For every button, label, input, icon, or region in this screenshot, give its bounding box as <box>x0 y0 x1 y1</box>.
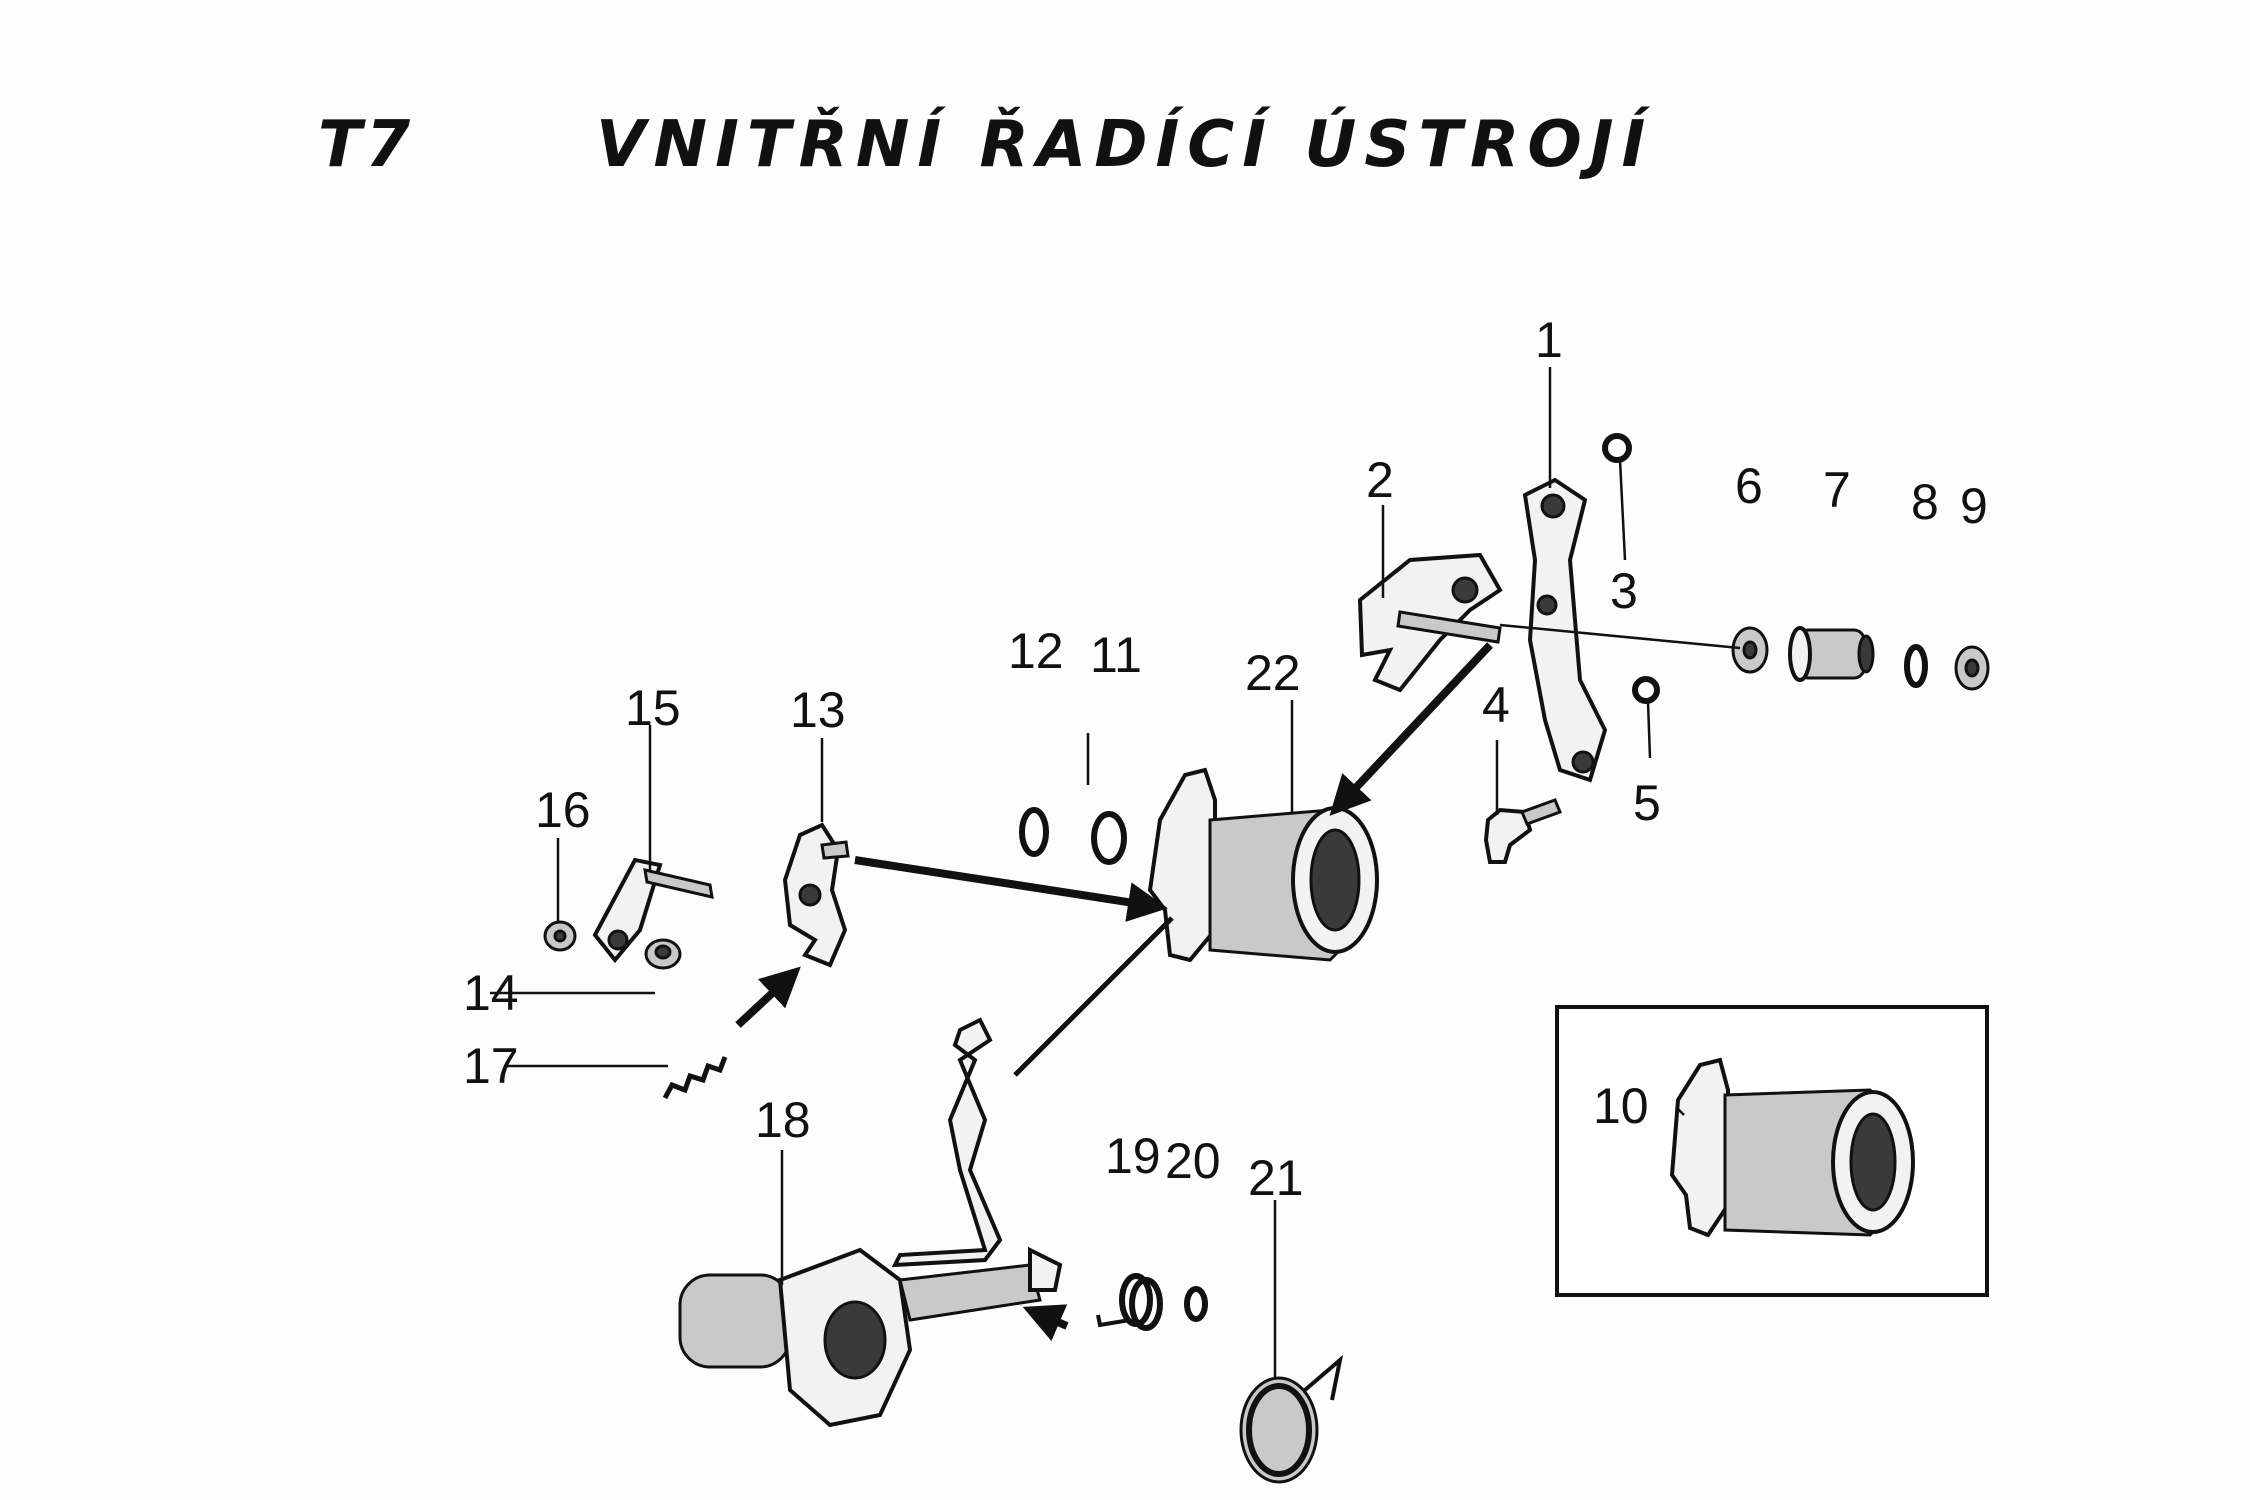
part-5-circlip <box>1632 676 1660 704</box>
callout-14: 14 <box>463 965 519 1021</box>
part-19-torsion-spring <box>1096 1273 1163 1331</box>
diagram-title: VNITŘNÍ ŘADÍCÍ ÚSTROJÍ <box>596 108 1654 182</box>
part-8-washer <box>1904 644 1928 688</box>
part-9-nut <box>1954 645 1990 691</box>
part-3-circlip <box>1602 433 1632 463</box>
callout-2: 2 <box>1366 452 1394 508</box>
callout-1: 1 <box>1535 312 1563 368</box>
part-13-pawl-plate <box>782 822 850 968</box>
part-12-split-ring <box>1019 807 1049 857</box>
part-20-circlip <box>1184 1286 1208 1322</box>
callout-10: 10 <box>1593 1078 1649 1134</box>
callout-18: 18 <box>755 1092 811 1148</box>
part-16-nut <box>543 920 577 952</box>
callout-15: 15 <box>625 680 681 736</box>
part-21-return-spring <box>1239 1354 1344 1484</box>
callout-19: 19 <box>1105 1128 1161 1184</box>
callout-9: 9 <box>1960 478 1988 534</box>
callout-22: 22 <box>1245 645 1301 701</box>
diagram-code: T7 <box>318 108 415 182</box>
callout-17: 17 <box>463 1038 519 1094</box>
callout-5: 5 <box>1633 775 1661 831</box>
part-4-hook-lever <box>1483 798 1562 864</box>
part-2-bracket <box>1357 552 1503 693</box>
part-14-bush <box>644 938 682 970</box>
part-18-shift-shaft <box>678 1017 1063 1428</box>
callout-20: 20 <box>1165 1133 1221 1189</box>
assembly-arrows <box>735 642 1493 1342</box>
part-17-spring <box>662 1056 728 1100</box>
part-10-selector-drum-variant <box>1669 1057 1915 1238</box>
leader-lines <box>490 367 1741 1378</box>
callout-4: 4 <box>1482 677 1510 733</box>
part-22-selector-drum <box>1147 767 1379 963</box>
part-15-pin-lever <box>592 857 714 964</box>
callout-16: 16 <box>535 782 591 838</box>
part-7-bushing <box>1788 626 1875 682</box>
part-6-nut <box>1731 626 1769 674</box>
part-11-ring <box>1091 811 1127 865</box>
callout-13: 13 <box>790 682 846 738</box>
callout-11: 11 <box>1090 627 1142 683</box>
callout-8: 8 <box>1911 474 1939 530</box>
callout-3: 3 <box>1610 563 1638 619</box>
callout-7: 7 <box>1823 462 1851 518</box>
callout-21: 21 <box>1248 1150 1304 1206</box>
callout-6: 6 <box>1735 458 1763 514</box>
callout-12: 12 <box>1008 623 1064 679</box>
